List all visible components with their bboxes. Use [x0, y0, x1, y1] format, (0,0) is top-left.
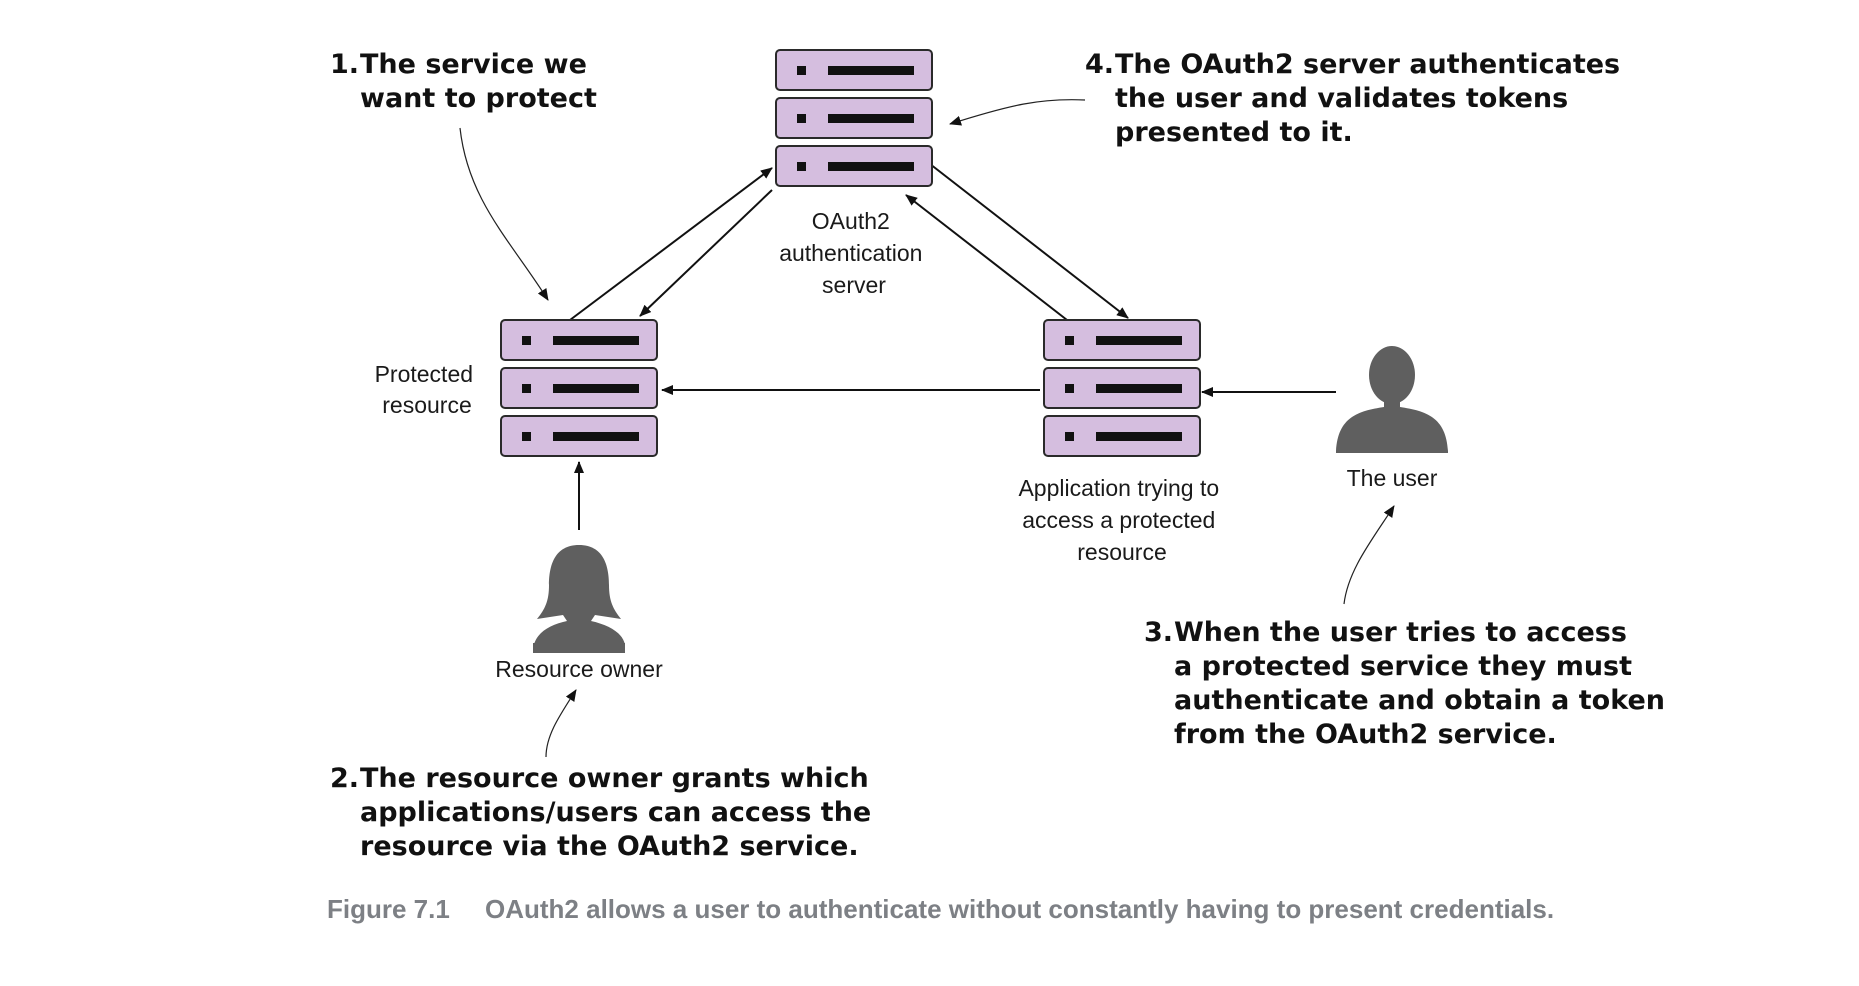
pointer-callout-1 — [459, 127, 549, 301]
connectors — [569, 163, 1336, 530]
callout-pointers — [459, 99, 1395, 758]
figure-number: Figure 7.1 — [327, 894, 450, 924]
auth-server: OAuth2 authentication server — [775, 49, 933, 298]
callout-2: 2. The resource owner grants which appli… — [330, 763, 881, 862]
figure-caption-text: OAuth2 allows a user to authenticate wit… — [485, 894, 1554, 924]
callout-3-line: authenticate and obtain a token — [1174, 685, 1665, 716]
auth-server-label-line: authentication — [779, 240, 922, 266]
callout-3-line: a protected service they must — [1174, 651, 1632, 682]
application: Application trying to access a protected… — [1018, 319, 1225, 565]
callout-3: 3. When the user tries to access a prote… — [1144, 617, 1674, 750]
callout-2-number: 2. — [330, 763, 359, 794]
protected-resource-label-line: Protected — [375, 361, 473, 387]
pointer-callout-2 — [545, 689, 577, 758]
resource-owner: Resource owner — [495, 545, 663, 682]
protected-resource: Protected resource — [375, 319, 658, 457]
protected-resource-label-line: resource — [382, 392, 471, 418]
server-stack-icon — [1043, 319, 1201, 457]
callout-4-line: the user and validates tokens — [1115, 83, 1568, 114]
callout-3-number: 3. — [1144, 617, 1173, 648]
auth-server-label-line: OAuth2 — [812, 208, 890, 234]
arrow-application-to-auth — [905, 194, 1068, 321]
protected-resource-label: Protected resource — [375, 361, 480, 418]
callout-2-line: applications/users can access the — [360, 797, 871, 828]
resource-owner-label: Resource owner — [495, 656, 663, 682]
callout-3-text: When the user tries to access a protecte… — [1174, 617, 1674, 750]
server-stack-icon — [500, 319, 658, 457]
auth-server-label-line: server — [822, 272, 886, 298]
figure-caption: Figure 7.1 OAuth2 allows a user to authe… — [327, 894, 1554, 924]
arrow-resource-to-auth — [569, 167, 773, 321]
callout-4-text: The OAuth2 server authenticates the user… — [1115, 49, 1630, 148]
application-label-line: access a protected — [1022, 507, 1215, 533]
callout-1-line: want to protect — [360, 83, 597, 114]
application-label-line: resource — [1077, 539, 1166, 565]
callout-2-line: resource via the OAuth2 service. — [360, 831, 859, 862]
pointer-callout-3 — [1343, 505, 1395, 605]
callout-1-line: The service we — [360, 49, 587, 80]
callout-4-line: The OAuth2 server authenticates — [1115, 49, 1620, 80]
user: The user — [1336, 346, 1448, 491]
callout-2-line: The resource owner grants which — [360, 763, 869, 794]
callout-1-number: 1. — [330, 49, 359, 80]
callout-4-line: presented to it. — [1115, 117, 1353, 148]
callout-3-line: When the user tries to access — [1174, 617, 1627, 648]
callout-3-line: from the OAuth2 service. — [1174, 719, 1557, 750]
callout-4-number: 4. — [1085, 49, 1114, 80]
person-female-icon — [533, 545, 625, 653]
callout-4: 4. The OAuth2 server authenticates the u… — [1085, 49, 1630, 148]
application-label: Application trying to access a protected… — [1018, 475, 1225, 565]
server-stack-icon — [775, 49, 933, 187]
arrow-auth-to-application — [929, 163, 1129, 319]
auth-server-label: OAuth2 authentication server — [779, 208, 929, 298]
callout-2-text: The resource owner grants which applicat… — [360, 763, 881, 862]
arrow-auth-to-resource — [639, 189, 773, 317]
callout-1-text: The service we want to protect — [360, 49, 597, 114]
application-label-line: Application trying to — [1018, 475, 1219, 501]
user-label: The user — [1347, 465, 1438, 491]
pointer-callout-4 — [949, 99, 1086, 126]
person-male-icon — [1336, 346, 1448, 453]
callout-1: 1. The service we want to protect — [330, 49, 597, 114]
